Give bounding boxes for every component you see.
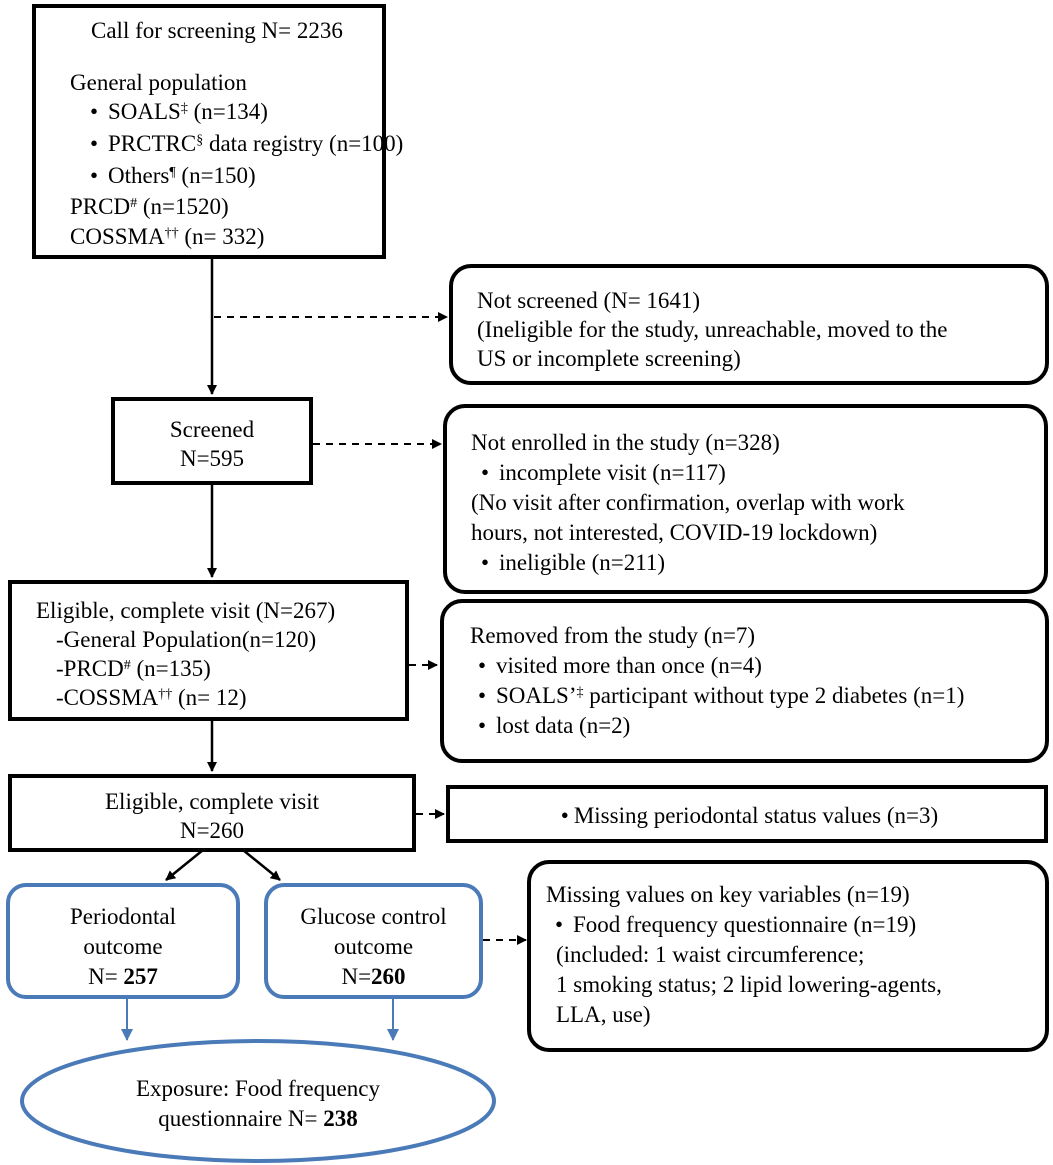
removed-box: Removed from the study (n=7) visited mor… <box>440 599 1049 763</box>
periodontal-outcome-box: Periodontal outcome N= 257 <box>6 883 240 999</box>
missing-key-detail-2: 1 smoking status; 2 lipid lowering-agent… <box>556 972 942 997</box>
others-item: Others¶ (n=150) <box>90 161 256 190</box>
not-screened-reason-1: (Ineligible for the study, unreachable, … <box>477 317 948 342</box>
lost-data-item: lost data (n=2) <box>478 711 630 740</box>
periodontal-outcome-label: outcome <box>83 934 163 959</box>
not-screened-box: Not screened (N= 1641) (Ineligible for t… <box>449 264 1049 385</box>
periodontal-label: Periodontal <box>69 904 177 929</box>
missing-key-variables-box: Missing values on key variables (n=19) F… <box>527 860 1049 1052</box>
cossma-count: -COSSMA†† (n= 12) <box>56 685 247 710</box>
eligible-260-box: Eligible, complete visit N=260 <box>8 774 416 852</box>
screened-box: Screened N=595 <box>111 397 313 485</box>
prctrc-item: PRCTRC§ data registry (n=100) <box>90 129 403 158</box>
missing-key-title: Missing values on key variables (n=19) <box>546 882 910 907</box>
not-screened-title: Not screened (N= 1641) <box>477 288 701 313</box>
glucose-label: Glucose control <box>300 904 447 929</box>
glucose-outcome-box: Glucose control outcome N=260 <box>264 883 483 999</box>
eligible-260-title: Eligible, complete visit <box>105 789 319 814</box>
prcd-count: -PRCD# (n=135) <box>56 656 211 681</box>
ffq-missing-item: Food frequency questionnaire (n=19) <box>555 910 916 939</box>
eligible-260-count: N=260 <box>179 818 245 843</box>
screened-label: Screened <box>169 417 255 442</box>
eligible-267-box: Eligible, complete visit (N=267) -Genera… <box>8 580 409 721</box>
soals-no-diabetes-item: SOALS’‡ participant without type 2 diabe… <box>478 681 964 710</box>
missing-key-detail-3: LLA, use) <box>556 1002 651 1027</box>
cossma-item: COSSMA†† (n= 332) <box>70 224 265 249</box>
not-enrolled-title: Not enrolled in the study (n=328) <box>471 430 780 455</box>
general-population-label: General population <box>70 70 247 95</box>
soals-item: SOALS‡ (n=134) <box>90 97 268 126</box>
call-for-screening-box: Call for screening N= 2236 General popul… <box>32 4 403 259</box>
arrow-to-periodontal <box>165 849 204 881</box>
visited-more-than-once-item: visited more than once (n=4) <box>478 651 762 680</box>
general-population-count: -General Population(n=120) <box>56 627 317 652</box>
arrow-to-glucose <box>242 849 281 881</box>
ineligible-item: ineligible (n=211) <box>481 548 665 577</box>
exposure-count: questionnaire N= 238 <box>158 1106 358 1131</box>
removed-title: Removed from the study (n=7) <box>470 623 756 648</box>
incomplete-visit-reason-2: hours, not interested, COVID-19 lockdown… <box>471 520 878 545</box>
exposure-label: Exposure: Food frequency <box>136 1076 380 1101</box>
prcd-item: PRCD# (n=1520) <box>70 194 229 219</box>
screened-count: N=595 <box>179 446 245 471</box>
not-enrolled-box: Not enrolled in the study (n=328) incomp… <box>443 404 1048 594</box>
missing-periodontal-box: Missing periodontal status values (n=3) <box>446 785 1048 843</box>
glucose-count: N=260 <box>341 964 406 989</box>
incomplete-visit-reason-1: (No visit after confirmation, overlap wi… <box>471 490 905 515</box>
periodontal-count: N= 257 <box>88 964 158 989</box>
missing-periodontal-item: Missing periodontal status values (n=3) <box>450 801 1044 830</box>
call-title: Call for screening N= 2236 <box>91 18 343 43</box>
incomplete-visit-item: incomplete visit (n=117) <box>481 458 726 487</box>
missing-key-detail-1: (included: 1 waist circumference; <box>556 942 865 967</box>
not-screened-reason-2: US or incomplete screening) <box>477 346 741 371</box>
eligible-267-title: Eligible, complete visit (N=267) <box>36 598 336 623</box>
exposure-ellipse <box>20 1039 496 1163</box>
glucose-outcome-label: outcome <box>333 934 414 959</box>
